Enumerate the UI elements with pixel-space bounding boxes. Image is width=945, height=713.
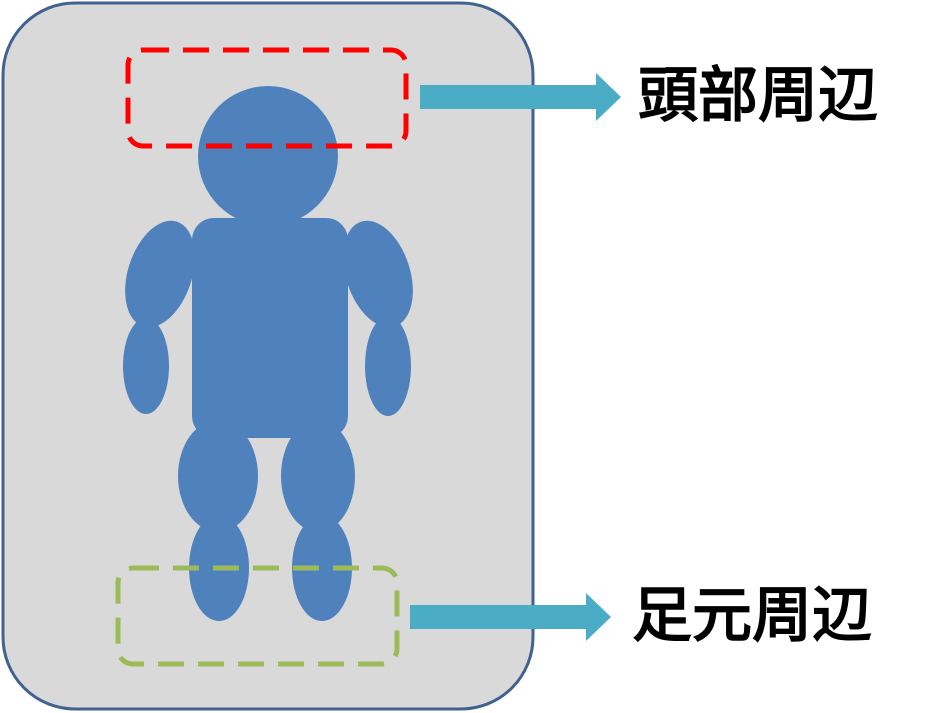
- left-upper-leg: [178, 420, 258, 532]
- left-upper-arm: [125, 220, 195, 328]
- right-upper-arm: [343, 220, 413, 328]
- head-arrow: [420, 73, 621, 121]
- head-area-box: [125, 47, 409, 149]
- torso: [192, 218, 348, 438]
- foot-area-box: [115, 565, 400, 667]
- head: [198, 86, 338, 226]
- foot-arrow: [410, 593, 611, 641]
- right-lower-arm: [365, 316, 411, 416]
- foot-area-label: 足元周辺: [632, 581, 872, 651]
- right-upper-leg: [281, 420, 355, 532]
- head-area-label: 頭部周辺: [638, 61, 878, 131]
- right-lower-leg: [292, 515, 352, 621]
- human-figure: [123, 86, 413, 621]
- left-lower-arm: [123, 318, 169, 414]
